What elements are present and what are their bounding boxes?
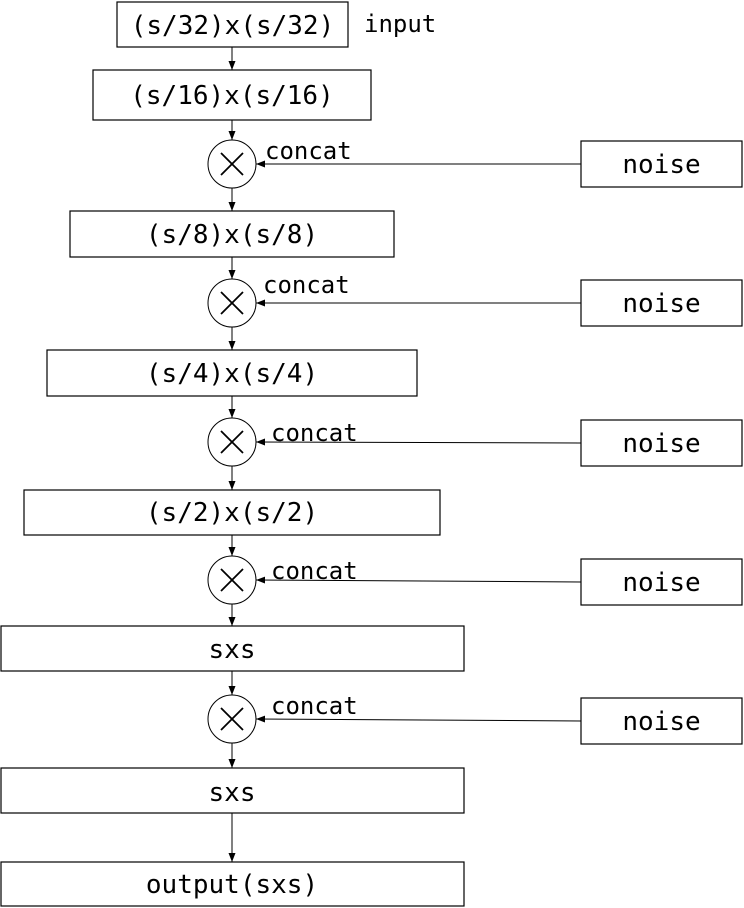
concat-label-3: concat — [271, 419, 358, 447]
noise-box-1: noise — [580, 140, 743, 188]
concat-operator-5 — [207, 694, 257, 744]
edge-noise3-to-op3 — [255, 438, 582, 446]
concat-label-2: concat — [263, 271, 350, 299]
input-label: input — [364, 10, 436, 38]
box-output: output(sxs) — [0, 861, 465, 907]
concat-operator-4 — [207, 555, 257, 605]
box-s8-label: (s/8)x(s/8) — [146, 220, 318, 250]
concat-operator-2 — [207, 278, 257, 328]
box-sxs-2: sxs — [0, 767, 465, 814]
noise-box-2: noise — [580, 279, 743, 327]
box-sxs-1-label: sxs — [209, 635, 256, 665]
noise-label-5: noise — [622, 707, 700, 737]
box-s16-label: (s/16)x(s/16) — [130, 81, 334, 111]
box-sxs-2-label: sxs — [209, 778, 256, 808]
noise-box-5: noise — [580, 697, 743, 745]
box-s16: (s/16)x(s/16) — [92, 69, 372, 121]
box-s32: (s/32)x(s/32) — [116, 1, 349, 48]
noise-box-3: noise — [580, 419, 743, 467]
noise-label-2: noise — [622, 289, 700, 319]
noise-label-3: noise — [622, 429, 700, 459]
edge-noise4-to-op4 — [255, 576, 582, 584]
box-s4-label: (s/4)x(s/4) — [146, 359, 318, 389]
concat-label-1: concat — [265, 137, 352, 165]
concat-operator-1 — [207, 139, 257, 189]
noise-label-1: noise — [622, 150, 700, 180]
box-s8: (s/8)x(s/8) — [69, 210, 395, 258]
box-s4: (s/4)x(s/4) — [46, 349, 418, 397]
concat-operator-3 — [207, 417, 257, 467]
box-s2: (s/2)x(s/2) — [23, 489, 441, 536]
box-s2-label: (s/2)x(s/2) — [146, 498, 318, 528]
concat-label-5: concat — [271, 692, 358, 720]
noise-box-4: noise — [580, 558, 743, 606]
box-sxs-1: sxs — [0, 625, 465, 672]
noise-label-4: noise — [622, 568, 700, 598]
box-output-label: output(sxs) — [146, 870, 318, 900]
box-s32-label: (s/32)x(s/32) — [131, 11, 335, 41]
edge-noise5-to-op5 — [255, 715, 582, 723]
